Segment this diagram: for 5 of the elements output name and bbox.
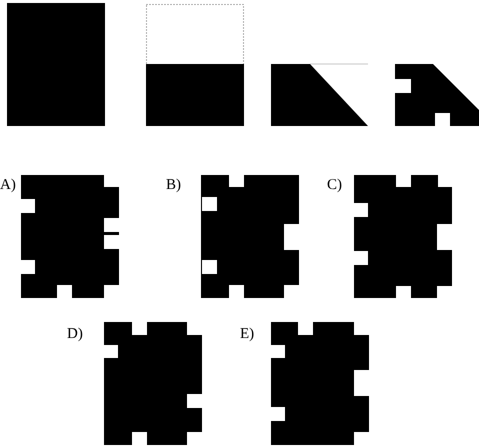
option-label: E) [240,325,254,343]
option-label: A) [0,176,16,194]
option-label: B) [166,176,181,194]
option-label: C) [327,176,342,194]
option-label: D) [67,325,83,343]
